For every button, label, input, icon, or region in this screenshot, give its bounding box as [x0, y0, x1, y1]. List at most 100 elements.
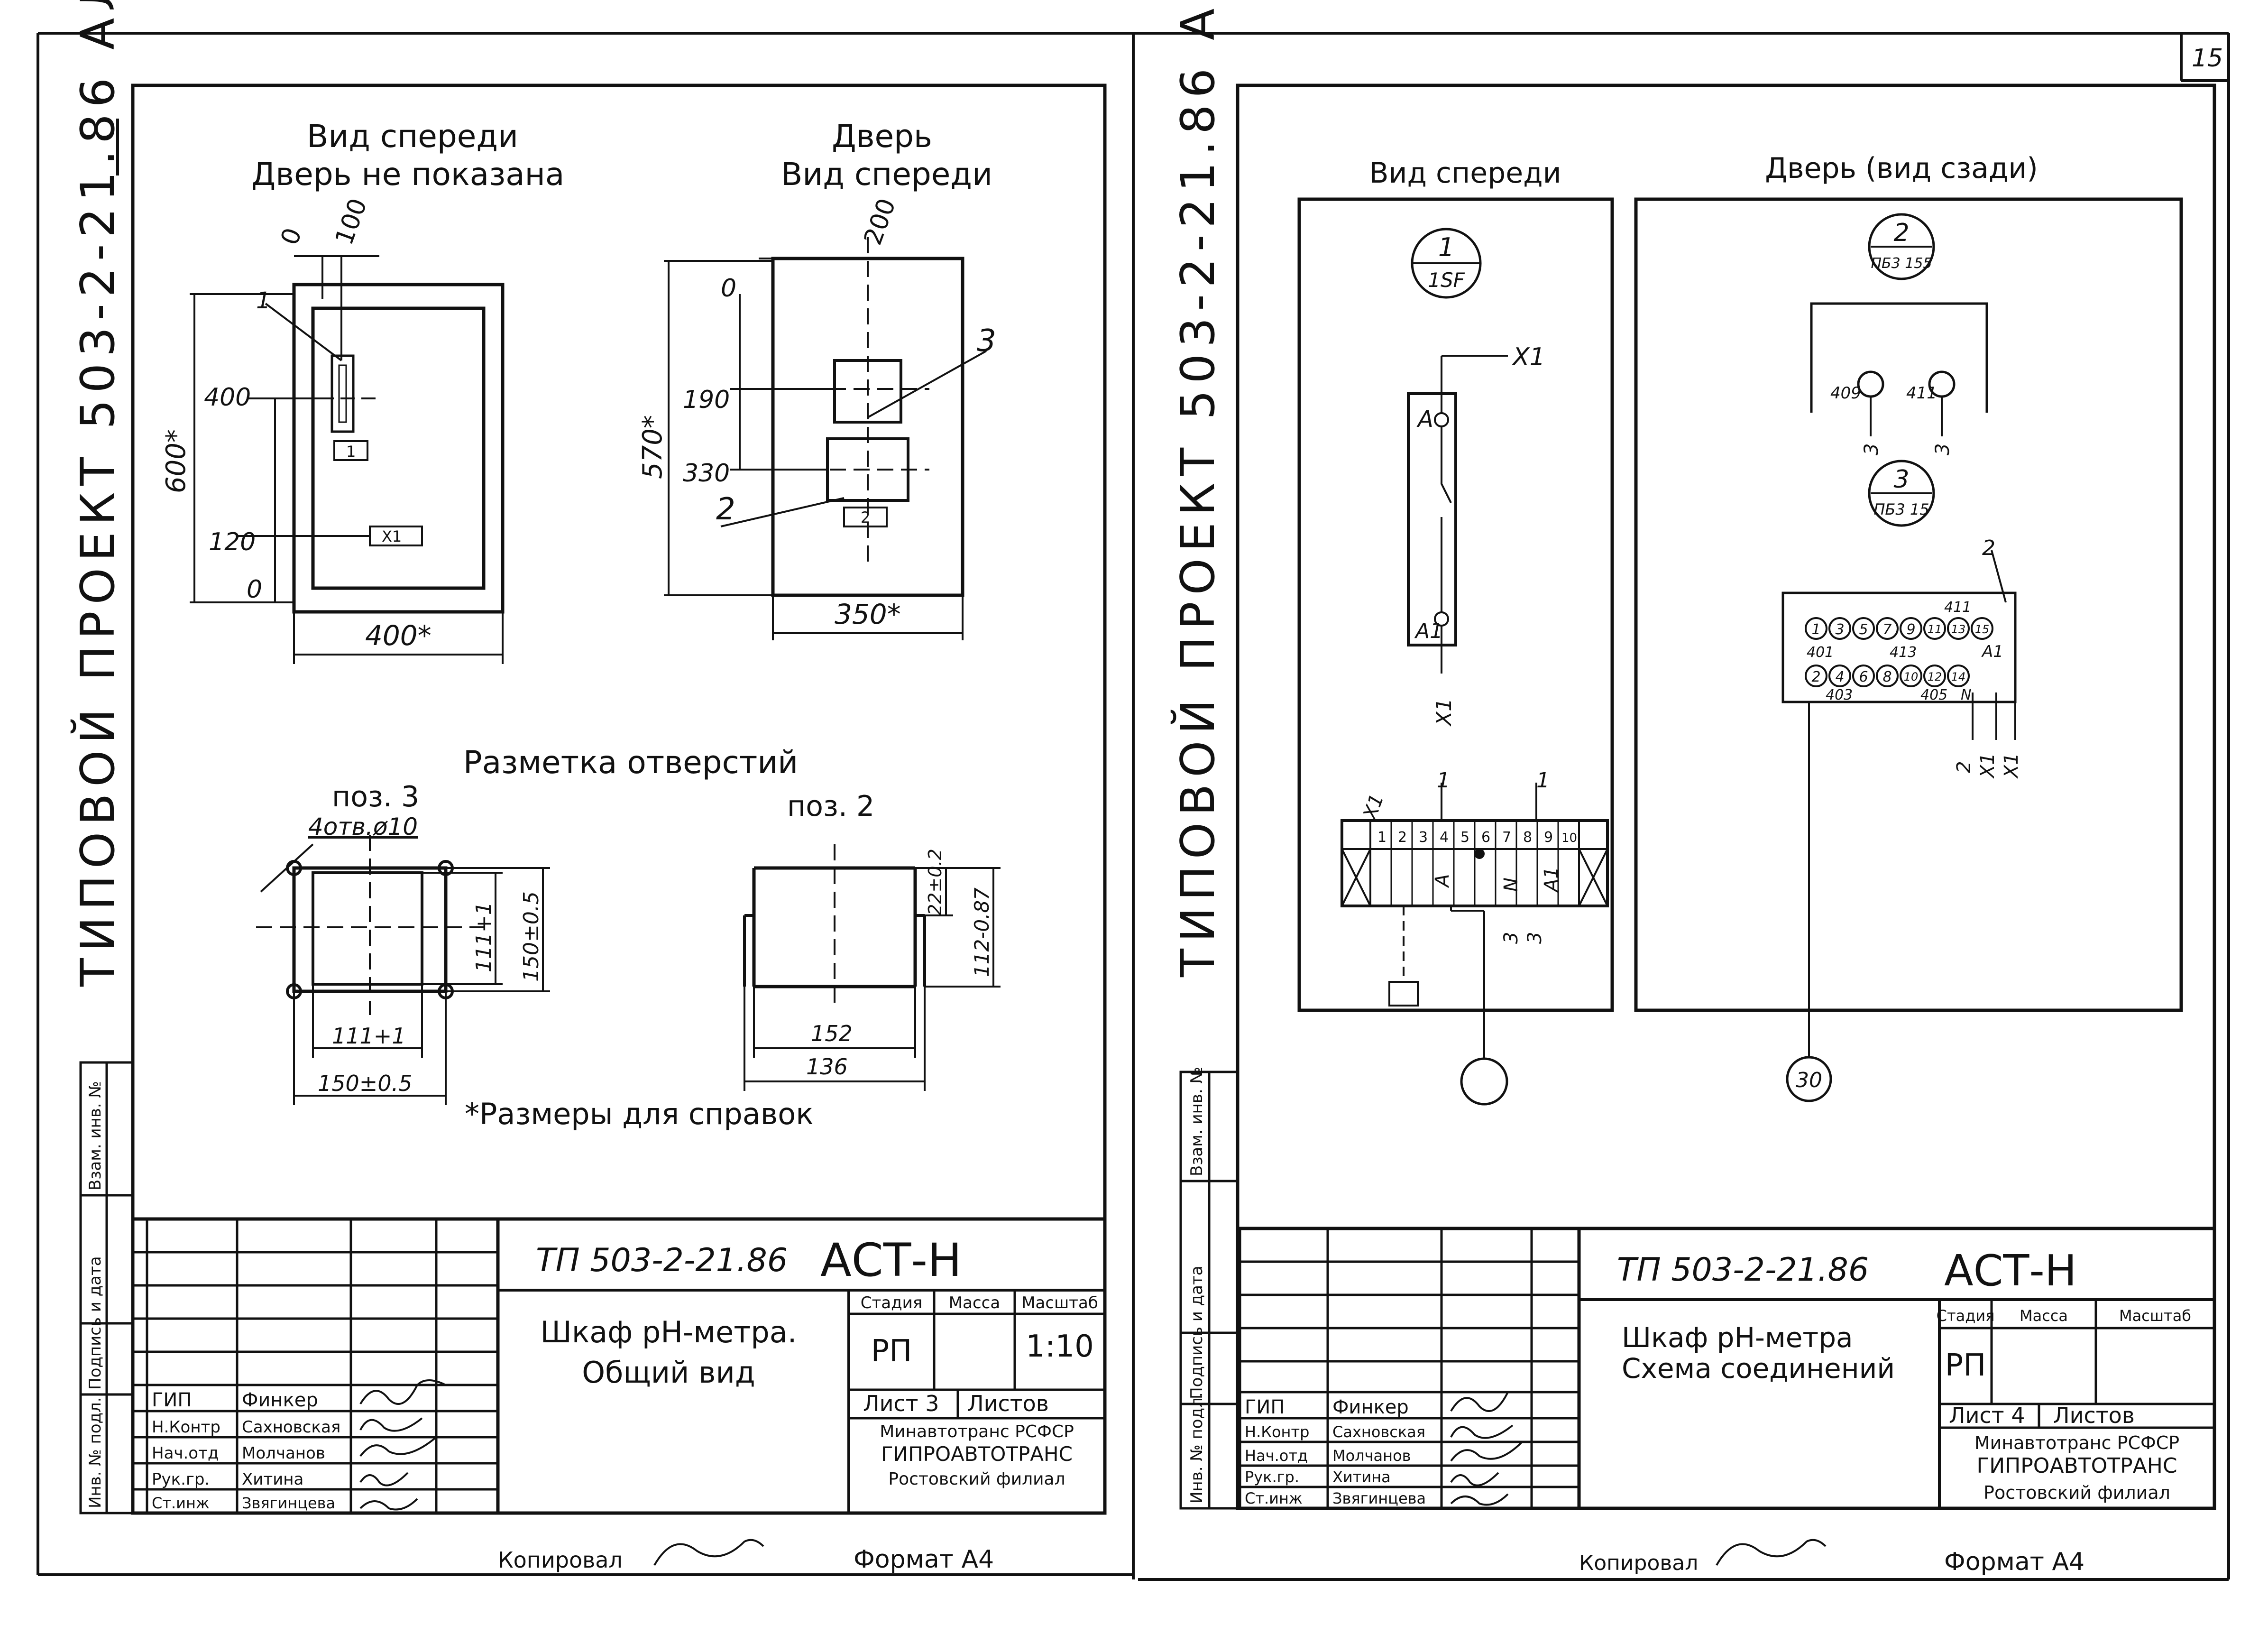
left-pos2-dim-152: 152: [811, 1021, 853, 1046]
right-tb-person-4: Хитина: [1332, 1468, 1391, 1486]
right-format: Формат А4: [1944, 1548, 2084, 1576]
right-pin-8: 8: [1882, 669, 1892, 685]
left-tb-person-4: Хитина: [242, 1470, 303, 1489]
left-v1-dim-w400: 400*: [365, 619, 432, 652]
right-pin-1: 1: [1811, 621, 1820, 638]
right-term-a: A: [1432, 874, 1453, 888]
right-conn-a1: A1: [1981, 642, 2003, 661]
right-breaker-a: A: [1416, 406, 1433, 433]
left-tb-org-3: Ростовский филиал: [888, 1469, 1065, 1489]
right-term-10: 10: [1561, 831, 1577, 845]
left-cabinet-front: [292, 283, 505, 614]
right-view1-title: Вид спереди: [1369, 157, 1561, 190]
right-pin-9: 9: [1906, 621, 1915, 638]
right-tb-role-2: Н.Контр: [1245, 1423, 1309, 1441]
left-format: Формат А4: [854, 1545, 994, 1574]
left-pos3-title: поз. 3: [332, 780, 419, 813]
left-tb-person-3: Молчанов: [242, 1444, 325, 1463]
right-bubble3-ref: ПБ3 15: [1873, 500, 1929, 518]
left-v2-dim-w350: 350*: [835, 598, 901, 630]
right-pin-14: 14: [1951, 670, 1966, 683]
right-conn-413: 413: [1890, 644, 1917, 661]
right-conn-out-x1a: X1: [1977, 753, 1999, 779]
right-pin-7: 7: [1882, 621, 1892, 638]
left-v2-pos3: 3: [977, 323, 996, 359]
left-side-stamp: [79, 1061, 134, 1514]
right-pin-6: 6: [1859, 669, 1868, 685]
left-tb-col-scale: Масштаб: [1021, 1293, 1098, 1312]
left-v2-dim-570: 570*: [637, 415, 668, 479]
left-tb-person-5: Звягинцева: [242, 1494, 335, 1512]
right-pin-12: 12: [1928, 670, 1942, 683]
right-term-2: 2: [1398, 829, 1407, 846]
right-term-4: 4: [1440, 829, 1449, 846]
right-bubble1-ref: 1SF: [1428, 268, 1465, 292]
right-tb-sheets: Листов: [2053, 1403, 2135, 1428]
right-tb-role-4: Рук.гр.: [1245, 1468, 1299, 1486]
left-tb-org-2: ГИПРОАВТОТРАНС: [881, 1442, 1073, 1466]
right-pin-4: 4: [1835, 669, 1844, 685]
right-pin-2: 2: [1811, 669, 1820, 685]
left-pos3-drawing: [256, 835, 550, 1105]
right-pin-15: 15: [1975, 623, 1990, 636]
left-v1-dim-0: 0: [247, 575, 262, 604]
right-term-6: 6: [1481, 829, 1490, 846]
right-copied: Копировал: [1579, 1551, 1698, 1575]
right-term-wire1a: 1: [1437, 768, 1450, 793]
left-pos2-dim-22: 22±0.2: [925, 849, 946, 915]
right-conn-411: 411: [1944, 599, 1971, 616]
right-connector-pins-top: [1805, 617, 1993, 640]
left-tb-role-1: ГИП: [152, 1389, 192, 1411]
left-copied-signature: [653, 1539, 764, 1566]
left-v1-dim-400: 400: [204, 383, 251, 412]
left-footnote: *Размеры для справок: [465, 1097, 814, 1131]
left-view2-dimensions: [664, 237, 987, 640]
left-tb-scale: 1:10: [1026, 1329, 1094, 1364]
left-tb-stage: РП: [871, 1334, 912, 1369]
right-lamp-w1: 3: [1861, 443, 1882, 455]
right-gland-right: [1786, 1056, 1832, 1102]
right-tb-mark: АСТ-Н: [1944, 1246, 2077, 1296]
left-view2-title-1: Дверь: [832, 118, 932, 155]
right-lamp-w2: 3: [1932, 443, 1954, 455]
right-term-wire3a: 3: [1500, 932, 1522, 944]
right-stamp-label-2: Подпись и дата: [1187, 1265, 1206, 1399]
left-tb-sheets: Листов: [967, 1391, 1049, 1416]
right-pin-10: 10: [1904, 670, 1919, 683]
left-pos2-dim-136: 136: [806, 1054, 848, 1080]
right-term-1: 1: [1377, 829, 1387, 846]
right-breaker-x1-top: X1: [1511, 343, 1545, 371]
right-tb-col-scale: Масштаб: [2119, 1307, 2191, 1325]
right-pin-13: 13: [1951, 623, 1966, 636]
right-gland-right-label: 30: [1796, 1068, 1822, 1092]
right-tb-org-3: Ростовский филиал: [1983, 1482, 2170, 1503]
left-holes-title: Разметка отверстий: [463, 744, 798, 781]
left-pos3-dim-h2: 150±0.5: [519, 891, 543, 982]
left-v2-pos2: 2: [716, 492, 735, 527]
right-stamp-label-3: Взам. инв. №: [1187, 1067, 1206, 1176]
right-term-a1: A1: [1541, 867, 1562, 893]
right-term-9: 9: [1544, 829, 1553, 846]
right-terminal-block: [1341, 783, 1609, 1058]
left-tb-person-2: Сахновская: [242, 1418, 340, 1437]
right-bubble-2: [1868, 213, 1935, 280]
left-tb-person-1: Финкер: [242, 1389, 318, 1411]
right-tb-role-3: Нач.отд: [1245, 1447, 1308, 1465]
right-sheet: ТИПОВОЙ ПРОЕКТ 503-2-21.86 АЛЬБОМ V Инв.…: [1171, 0, 2216, 1576]
right-conn-out-2: 2: [1953, 761, 1975, 773]
left-v1-pos1: 1: [256, 287, 271, 314]
left-signatures: [359, 1379, 446, 1511]
right-view2-title: Дверь (вид сзади): [1765, 152, 2038, 185]
right-side-stamp: [1179, 1071, 1239, 1510]
right-term-x1: X1: [1359, 791, 1388, 823]
left-v1-box1: 1: [346, 443, 356, 461]
left-pos2-drawing: [743, 844, 1001, 1091]
left-tb-name-1: Шкаф pH-метра.: [541, 1315, 797, 1349]
left-title-block: [133, 1217, 1105, 1513]
left-view1-title-1: Вид спереди: [307, 118, 518, 155]
right-tb-org-2: ГИПРОАВТОТРАНС: [1976, 1454, 2177, 1478]
right-term-wire3b: 3: [1524, 932, 1546, 944]
left-v1-boxX1: X1: [382, 527, 402, 545]
right-gland-left: [1460, 1057, 1508, 1106]
left-tb-role-4: Рук.гр.: [152, 1470, 210, 1489]
